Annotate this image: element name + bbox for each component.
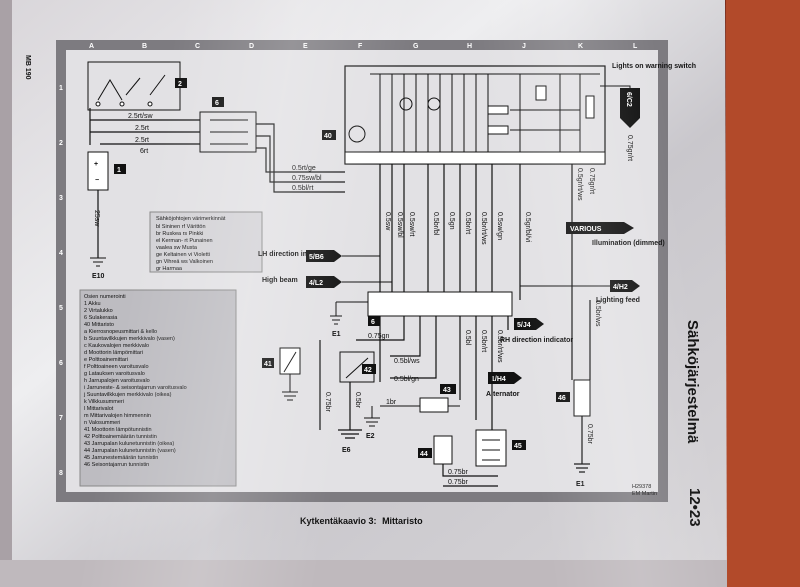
svg-text:43: 43 bbox=[443, 387, 451, 394]
svg-text:44: 44 bbox=[420, 451, 428, 458]
grid-col-b: B bbox=[142, 43, 147, 50]
svg-text:42: 42 bbox=[364, 367, 372, 374]
caption-title: Mittaristo bbox=[382, 516, 423, 526]
wire-label-w1: 2.5rt/sw bbox=[128, 113, 153, 120]
grid-row-5: 5 bbox=[59, 305, 63, 312]
svg-text:n Valosummeri: n Valosummeri bbox=[84, 420, 120, 426]
svg-text:+: + bbox=[94, 161, 98, 168]
earth-e2: E2 bbox=[366, 433, 375, 440]
svg-text:1 Akku: 1 Akku bbox=[84, 301, 101, 307]
sender-44: 44 0.75br 0.75br bbox=[418, 435, 498, 487]
wire-label-w31: 0.5sw/rt bbox=[408, 212, 415, 237]
wire-label-w27: 0.5br/rt bbox=[464, 212, 471, 234]
sender-43: 43 1br E2 bbox=[364, 384, 460, 440]
grid-row-2: 2 bbox=[59, 140, 63, 147]
caption-prefix: Kytkentäkaavio 3: bbox=[300, 516, 377, 526]
wire-label-w16: 0.75br bbox=[448, 469, 469, 476]
grid-row-6: 6 bbox=[59, 360, 63, 367]
svg-text:2 Virtalukko: 2 Virtalukko bbox=[84, 308, 113, 314]
grid-row-3: 3 bbox=[59, 195, 63, 202]
svg-text:1/H4: 1/H4 bbox=[491, 376, 506, 383]
wire-label-w26: 0.5bl bbox=[464, 330, 471, 346]
wire-label-w2: 2.5rt bbox=[135, 125, 149, 132]
side-code: MB 190 bbox=[24, 55, 31, 80]
wire-label-w28: 0.5gn bbox=[448, 212, 455, 230]
grid-col-a: A bbox=[89, 43, 94, 50]
wire-label-w25: 0.5br/rt/ws bbox=[480, 212, 487, 245]
grid-row-7: 7 bbox=[59, 415, 63, 422]
wire-label-w32: 0.5sw bbox=[384, 212, 391, 231]
wire-label-w10: 0.5bl/ws bbox=[394, 358, 420, 365]
earth-e10: E10 bbox=[92, 273, 105, 280]
earth-e6: E6 bbox=[342, 447, 351, 454]
wire-label-w11: 0.5bl/gn bbox=[394, 376, 419, 383]
svg-text:6 Sulakerasia: 6 Sulakerasia bbox=[84, 315, 118, 321]
wire-label-w36: 0.5br/rt/ws bbox=[496, 330, 503, 363]
wire-label-w22: 0.5sw/gn bbox=[496, 212, 503, 240]
wire-label-w29: 0.5br/bl bbox=[432, 212, 439, 236]
grid-row-1: 1 bbox=[59, 85, 63, 92]
wire-label-w14: 1br bbox=[386, 399, 397, 406]
svg-text:k Vilkkusummeri: k Vilkkusummeri bbox=[84, 399, 124, 405]
wire-label-w3: 2.5rt bbox=[135, 137, 149, 144]
svg-text:45: 45 bbox=[514, 443, 522, 450]
grid-rows: 1 2 3 4 5 6 7 8 bbox=[59, 85, 63, 477]
svg-text:Alternator: Alternator bbox=[486, 391, 520, 398]
grid-row-4: 4 bbox=[59, 250, 63, 257]
svg-text:a Kierrosnopeusmittari & kell: a Kierrosnopeusmittari & kello bbox=[84, 329, 157, 335]
svg-text:e Polttoainemittari: e Polttoainemittari bbox=[84, 357, 128, 363]
wire-label-w24: 0.5br/rt bbox=[480, 330, 487, 352]
wire-label-w9: 0.75gn bbox=[368, 333, 390, 340]
label-1: 1 bbox=[117, 167, 121, 174]
book-cover-edge bbox=[722, 0, 800, 587]
svg-text:c Kaukovalojen merkkivalo: c Kaukovalojen merkkivalo bbox=[84, 343, 149, 349]
svg-text:d Moottorin lämpömittari: d Moottorin lämpömittari bbox=[84, 350, 143, 356]
label-6-bottom: 6 bbox=[371, 319, 375, 326]
grid-row-8: 8 bbox=[59, 470, 63, 477]
sender-45: 45 bbox=[475, 429, 526, 467]
legend-title: Osien numerointi bbox=[84, 294, 126, 300]
battery: + − 1 25sw E10 bbox=[87, 151, 126, 280]
svg-text:l Mittarivalot: l Mittarivalot bbox=[84, 406, 114, 412]
svg-text:−: − bbox=[95, 177, 99, 184]
wire-label-w30: 0.5sw/bl bbox=[396, 212, 403, 238]
wire-label-w13: 0.5br bbox=[354, 392, 361, 409]
wire-label-w4: 6rt bbox=[140, 148, 148, 155]
grid-col-h: H bbox=[467, 43, 472, 50]
wire-label-w8: 25sw bbox=[93, 210, 100, 227]
grid-col-g: G bbox=[413, 43, 419, 50]
svg-text:Kytkentäkaavio 3: Mittaris: Kytkentäkaavio 3: Mittaristo bbox=[300, 516, 423, 526]
wire-label-w17: 0.75br bbox=[448, 479, 469, 486]
svg-text:40 Mittaristo: 40 Mittaristo bbox=[84, 322, 114, 328]
callout-alternator: 1/H4 Alternator bbox=[486, 372, 522, 398]
